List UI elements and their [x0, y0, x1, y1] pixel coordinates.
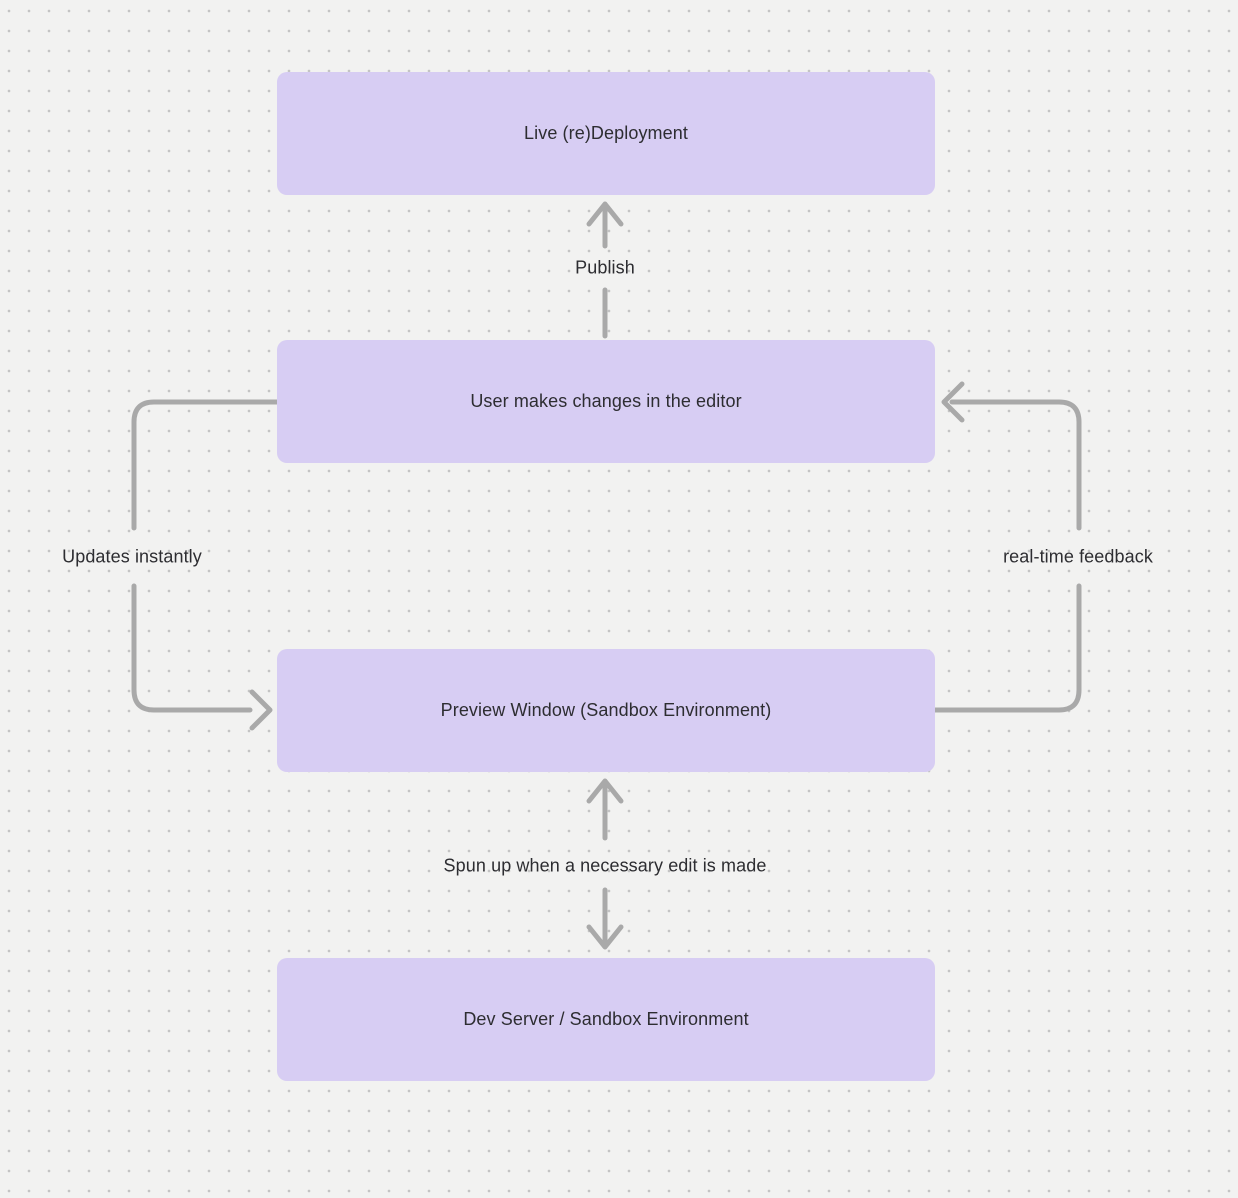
arrow-up-icon — [586, 778, 624, 804]
edge-publish-arrow — [586, 201, 624, 339]
updates-arrow-upper — [131, 399, 280, 531]
edge-realtime-feedback-arrow — [932, 381, 1082, 713]
node-label: User makes changes in the editor — [470, 391, 742, 411]
edge-label-publish[interactable]: Publish — [575, 257, 635, 278]
updates-arrow-lower — [131, 583, 253, 713]
edge-label-spun-up[interactable]: Spun up when a necessary edit is made — [443, 855, 767, 876]
node-dev-server[interactable]: Dev Server / Sandbox Environment — [277, 958, 935, 1081]
node-label: Preview Window (Sandbox Environment) — [440, 700, 772, 720]
arrow-up-icon — [586, 201, 624, 227]
edge-updates-instantly-arrow — [131, 399, 280, 731]
feedback-arrow-upper — [949, 399, 1082, 531]
node-label: Live (re)Deployment — [524, 123, 688, 143]
edge-spun-up-arrow — [586, 778, 624, 950]
edge-label-updates-instantly[interactable]: Updates instantly — [62, 546, 202, 567]
feedback-arrow-lower — [932, 583, 1082, 713]
edge-label-realtime-feedback[interactable]: real-time feedback — [1003, 546, 1153, 567]
node-preview-window[interactable]: Preview Window (Sandbox Environment) — [277, 649, 935, 772]
arrow-left-icon — [941, 381, 965, 423]
node-live-redeployment[interactable]: Live (re)Deployment — [277, 72, 935, 195]
arrow-down-icon — [586, 924, 624, 950]
arrow-right-icon — [249, 689, 273, 731]
node-user-editor[interactable]: User makes changes in the editor — [277, 340, 935, 463]
node-label: Dev Server / Sandbox Environment — [463, 1009, 749, 1029]
